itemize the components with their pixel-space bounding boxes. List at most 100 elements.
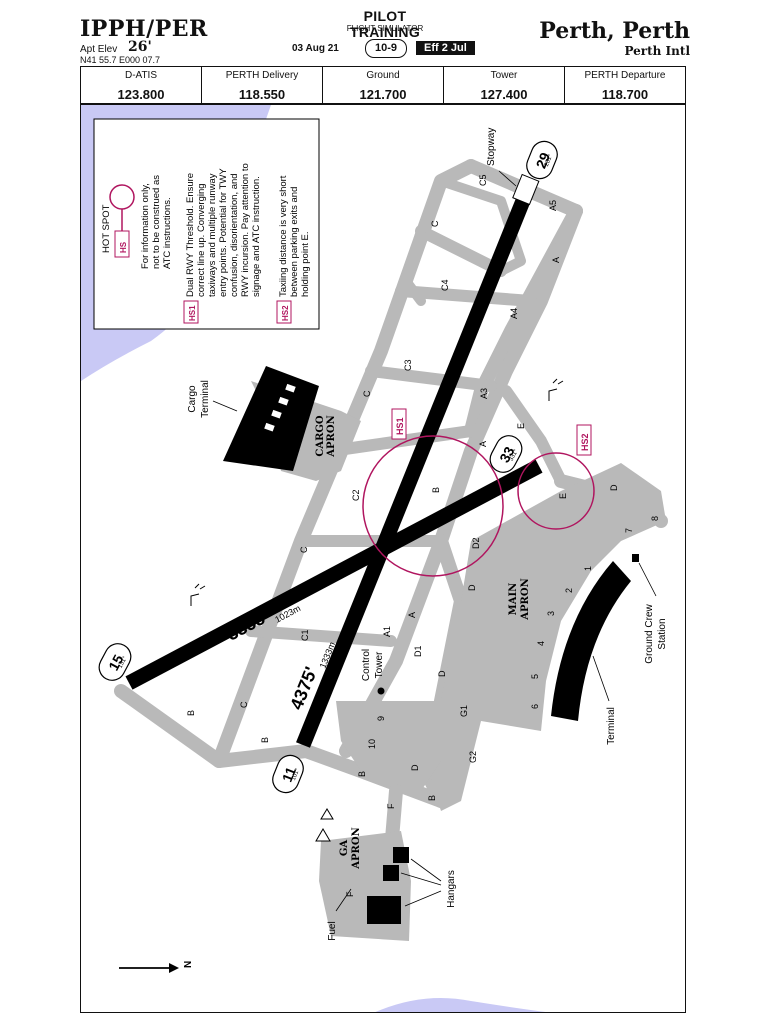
taxiway-c-label: C [430,220,440,227]
taxiway-d-label: D [410,764,420,771]
hot-spot-legend: HS HOT SPOT For information only, not to… [101,163,311,324]
taxiway-g1-label: G1 [459,705,469,717]
taxiway-a5-label: A5 [548,200,558,211]
elevation-value: 26' [128,39,152,55]
taxiway-d-label: D [609,484,619,491]
stand-number: 10 [367,739,377,749]
main-terminal-building [551,561,631,721]
runway-15-marker: 15 151° [98,643,132,681]
hs1-label: HS1 [395,417,405,435]
chart-header: IPPH/PER Apt Elev 26' N41 55.7 E000 07.7… [0,0,768,66]
taxiway-d1-label: D1 [413,645,423,657]
legend-hs1-line: entry points. Potential for TWY [218,168,229,297]
taxiway-c-label: C [239,701,249,708]
ga-apron-label-2: APRON [351,827,362,869]
legend-hs1-line: confusion, disorientation, and [229,173,240,297]
ground-crew-label-1: Ground Crew [644,603,655,663]
control-tower-label-2: Tower [374,651,385,678]
taxiway-d2-label: D2 [471,537,481,549]
taxiway-a1-label: A1 [382,626,392,637]
hangars [367,847,409,924]
taxiway-c4-label: C4 [440,279,450,291]
freq-cell-departure: PERTH Departure 118.700 [565,67,685,103]
taxiway-a-label: A [407,612,417,618]
legend-hs1-line: correct line up. Converging [196,183,207,297]
airport-diagram: HS1 HS2 HS HOT SPOT For information only… [80,104,686,1013]
freq-name: PERTH Departure [584,70,666,81]
stand-number: 3 [546,611,556,616]
wind-indicator-icon [190,583,206,606]
brand-subtitle: FLIGHT SIMULATOR [346,24,424,33]
runway-11-heading: 101° [291,767,301,781]
cargo-terminal-label-2: Terminal [200,380,211,418]
water-area-bottom [375,998,546,1012]
stand-number: 7 [624,528,634,533]
taxiway-g2-label: G2 [468,751,478,763]
freq-value: 118.550 [238,87,286,102]
hot-spot-legend-box [93,118,320,330]
taxiway-c-label: C [362,390,372,397]
cargo-apron-label-1: CARGO [315,415,326,457]
taxiway-c5-label: C5 [478,174,488,186]
city-name: Perth, Perth [539,18,690,44]
freq-value: 123.800 [117,87,165,102]
airport-identifier: IPPH/PER [80,16,208,42]
stand-number: 13 [296,417,306,427]
taxiway-a3-label: A3 [479,388,489,399]
taxiway-d-label: D [467,584,477,591]
taxiway-b-label: B [427,795,437,801]
stopway-label: Stopway [486,128,497,166]
legend-hs1-line: RWY incursion. Pay attention to [240,163,251,297]
stand-number: 5 [530,674,540,679]
legend-info-line: ATC instructions. [162,197,173,269]
runway-15-number: 15 [105,652,127,673]
runway-29-number: 29 [533,150,554,171]
airport-coordinates: N41 55.7 E000 07.7 [80,55,161,65]
legend-hs2-line: holding point E. [300,232,311,298]
freq-name: Ground [366,70,400,81]
taxiway-b-label: B [431,487,441,493]
hot-spot-hs1: HS1 [362,408,504,577]
runway-15-heading: 151° [118,655,129,669]
taxiway-c2-label: C2 [351,489,361,501]
taxiway-c-label: C [299,546,309,553]
runway-29-marker: 29 281° [526,140,558,180]
taxiway-b-label: B [357,771,367,777]
chart-number: 10-9 [365,39,407,58]
legend-info-line: For information only, [140,183,151,269]
freq-value: 121.700 [359,87,407,102]
runway-11-number: 11 [279,764,299,784]
cargo-doors [264,383,296,432]
stand-number: 4 [536,641,546,646]
legend-title: HOT SPOT [101,204,112,253]
airport-name: Perth Intl [624,44,690,58]
taxiway-b-label: B [260,737,270,743]
control-tower-label-1: Control [361,649,372,681]
stand-number: 11 [284,447,294,456]
stand-number: 2 [564,588,574,593]
runway-15-33 [125,459,543,690]
legend-info-line: not to be construed as [151,175,162,269]
legend-hs1-line: taxiways and multiple runway [207,173,218,297]
legend-hs1-tag: HS1 [188,305,197,321]
hangar-leaders [400,858,442,907]
north-arrow-icon: N [119,961,194,973]
terminal-label: Terminal [606,707,617,745]
taxiway-e-label: E [558,493,568,499]
taxiway-d-label: D [437,670,447,677]
freq-cell-delivery: PERTH Delivery 118.550 [202,67,323,103]
stand-number: 12 [291,431,301,441]
main-apron-label-1: MAIN [508,583,519,616]
taxiway-c3-label: C3 [403,359,413,371]
stand-numbers: 11 12 13 14 1 2 3 4 5 6 7 8 9 10 [284,401,660,749]
runway-29-heading: 281° [544,153,554,167]
wind-indicator-icon [548,378,564,401]
brand-title: PILOT TRAINING [349,8,421,40]
taxiway-labels: C5 C C4 C3 C C2 C C1 C A5 A A4 A3 A A A1… [186,174,619,897]
stand-number: 14 [303,401,313,411]
elevation-label: Apt Elev [80,44,118,55]
runway-33-heading: 331° [509,448,520,462]
legend-hs2-line: between parking exits and [289,187,300,297]
north-label: N [183,961,194,968]
main-apron-label-2: APRON [520,578,531,620]
